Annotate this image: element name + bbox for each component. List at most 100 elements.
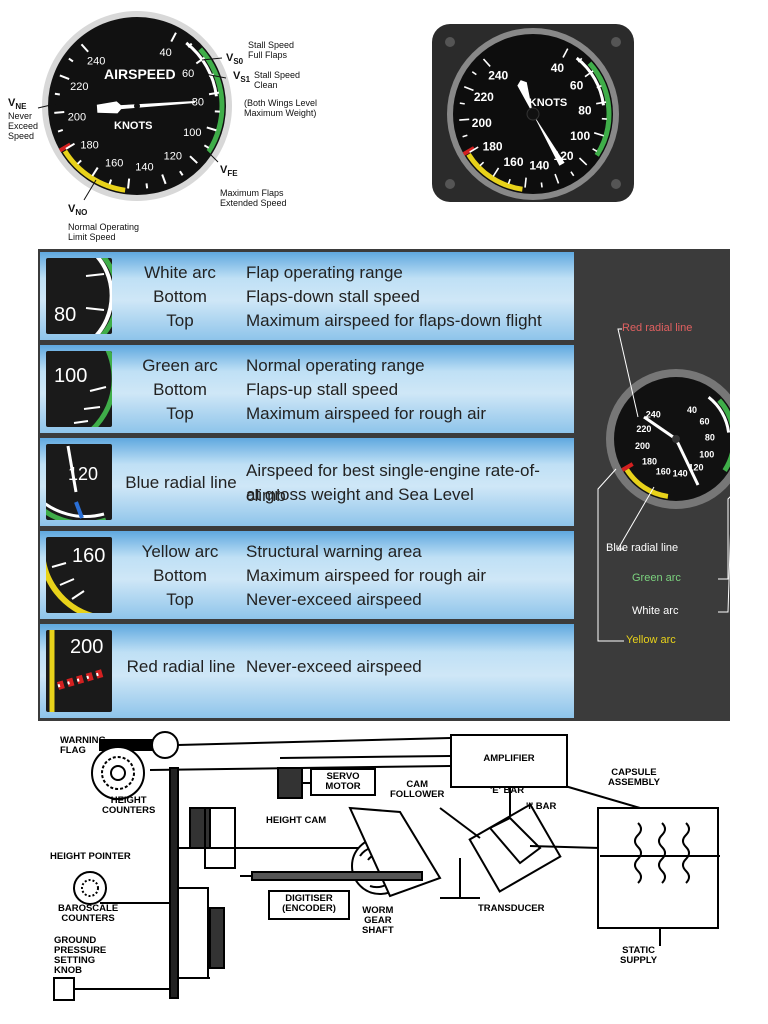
servo-altimeter-diagram: WARNING FLAG HEIGHT COUNTERS HEIGHT CAM … [40, 728, 730, 1006]
thumb-value: 80 [54, 304, 77, 326]
vs0-text: Stall Speed Full Flaps [248, 40, 295, 60]
tick-label: 100 [699, 449, 714, 459]
tick-mark [206, 126, 217, 132]
label-static-supply: STATIC SUPPLY [620, 945, 658, 966]
term-line: Bottom [153, 287, 207, 306]
servo-motor-box: SERVO MOTOR [310, 768, 376, 796]
tick-mark [108, 179, 113, 185]
tick-mark [459, 118, 470, 121]
thumb-white-arc: 80 [46, 258, 112, 334]
red-radial-line [621, 462, 634, 472]
tick-mark [596, 84, 602, 89]
needle [96, 100, 195, 114]
thumb-green-arc: 100 [46, 351, 112, 427]
label-white-arc: White arc [632, 605, 679, 617]
desc-line: Flaps-up stall speed [246, 380, 399, 399]
label-servo-motor: SERVO MOTOR [325, 771, 361, 792]
tick-mark [593, 132, 604, 137]
label-baroscale-counters: BAROSCALE COUNTERS [58, 903, 119, 924]
tick-label: 100 [183, 127, 201, 139]
tick-label: 80 [578, 103, 592, 117]
tick-label: 80 [192, 97, 204, 109]
desc-line: Structural warning area [246, 542, 422, 561]
term-line: Top [166, 590, 194, 609]
tick-mark [68, 57, 74, 63]
term-line: Bottom [153, 566, 207, 585]
vfe-text: Maximum Flaps Extended Speed [220, 188, 287, 208]
tick-mark [578, 157, 588, 166]
tick-mark [57, 129, 64, 133]
yellow-arc [624, 468, 669, 499]
vno-text: Normal Operating Limit Speed [68, 222, 140, 242]
tick-label: 60 [700, 416, 710, 426]
tick-mark [482, 58, 491, 67]
label-height-counters: HEIGHT COUNTERS [102, 795, 156, 816]
tick-mark [161, 174, 167, 185]
tick-mark [462, 134, 468, 138]
tick-mark [179, 170, 184, 176]
term-line: Top [166, 311, 194, 330]
term-line: Yellow arc [141, 542, 219, 561]
tick-label: 180 [80, 139, 98, 151]
red-radial-line [462, 146, 476, 156]
tick-mark [59, 74, 70, 81]
vs0-label: VS0 [226, 52, 244, 67]
term-line: Top [166, 404, 194, 423]
label-amplifier: AMPLIFIER [483, 753, 535, 764]
tick-label: 240 [488, 68, 508, 82]
table-row-yellow-arc: 160 Yellow arc Bottom Top Structural war… [40, 531, 574, 619]
tick-label: 60 [570, 79, 584, 93]
desc-line: Flaps-down stall speed [246, 287, 420, 306]
tick-label: 180 [483, 140, 503, 154]
vno-label: VNO [68, 203, 88, 218]
tick-mark [187, 42, 193, 48]
table-row-green-arc: 100 Green arc Bottom Top Normal operatin… [40, 345, 574, 433]
tick-mark [127, 178, 131, 189]
tick-mark [463, 85, 474, 92]
term-line: White arc [144, 263, 216, 282]
label-ground-pressure: GROUND PRESSURE SETTING KNOB [54, 935, 107, 976]
tick-mark [492, 167, 500, 177]
tick-label: 220 [70, 81, 88, 93]
tick-label: 200 [68, 112, 86, 124]
white-arc [185, 41, 218, 97]
vfe-label: VFE [220, 164, 238, 179]
label-warning-flag: WARNING FLAG [60, 735, 106, 756]
tick-mark [471, 71, 477, 76]
airspeed-markings-table: 80 White arc Bottom Top Flap operating r… [38, 249, 746, 721]
tick-mark [577, 57, 583, 63]
thumb-value: 160 [72, 545, 106, 567]
tick-label: 160 [105, 158, 123, 170]
weight-note: (Both Wings Level Maximum Weight) [244, 98, 318, 118]
yellow-arc [466, 152, 523, 192]
tick-mark [524, 177, 527, 188]
tick-label: 60 [182, 68, 194, 80]
tick-label: 120 [164, 150, 182, 162]
desc-line: Airspeed for best single-engine rate-of-… [246, 461, 540, 505]
label-transducer: TRANSDUCER [478, 903, 545, 914]
label-i-bar: 'I' BAR [526, 801, 557, 812]
tick-label: 140 [135, 162, 153, 174]
tick-label: 140 [673, 469, 688, 479]
tick-mark [596, 101, 607, 105]
label-red-radial: Red radial line [622, 322, 693, 334]
dial-unit: KNOTS [114, 120, 153, 132]
table-row-blue-radial: 120 Blue radial line Airspeed for best s… [40, 438, 574, 526]
tick-label: 220 [636, 424, 651, 434]
tick-mark [554, 173, 560, 184]
amplifier-box: AMPLIFIER [450, 734, 568, 788]
tick-label: 240 [87, 56, 105, 68]
tick-label: 120 [688, 463, 703, 473]
tick-mark [540, 182, 543, 188]
tick-mark [54, 111, 65, 114]
tick-label: 240 [646, 410, 661, 420]
table-row-red-radial: 200 Red radial line Never-exceed airspee… [40, 624, 574, 718]
thumb-value: 120 [68, 464, 99, 484]
tick-mark [76, 159, 82, 165]
label-blue-radial: Blue radial line [606, 542, 679, 554]
tick-mark [459, 102, 465, 105]
